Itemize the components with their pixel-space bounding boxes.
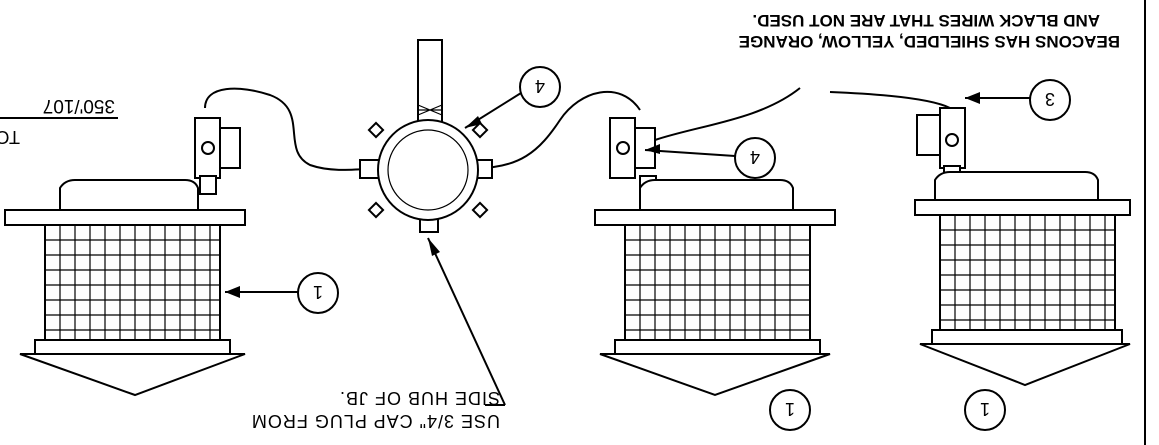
callout-fixture-right-number: 1 bbox=[980, 399, 990, 419]
callout-connector-mid-number: 4 bbox=[750, 147, 760, 167]
edge-label-2: TO bbox=[0, 127, 20, 147]
callout-connector-right: 3 bbox=[965, 79, 1071, 121]
callout-fixture-left-label: 1 bbox=[225, 272, 339, 314]
callout-hub: 4 bbox=[464, 66, 561, 129]
beacon-fixture-mid bbox=[594, 117, 836, 397]
note-hub-line1: USE 3/4" CAP PLUG FROM bbox=[251, 411, 500, 431]
callout-fixture-mid-number: 1 bbox=[785, 399, 795, 419]
cable-right-stub bbox=[654, 87, 801, 141]
note-hub-line2: SIDE HUB OF JB. bbox=[339, 388, 500, 408]
callout-fixture-left-label-number: 1 bbox=[313, 282, 323, 302]
callout-hub-number: 4 bbox=[535, 76, 545, 96]
edge-text-top: 350'/107 bbox=[43, 95, 115, 116]
conduit bbox=[417, 39, 443, 123]
cable-right bbox=[829, 91, 951, 109]
note-top-line2: AND BLACK WIRES THAT ARE NOT USED. bbox=[752, 11, 1100, 30]
cable-mid bbox=[469, 91, 641, 170]
beacon-fixture-left bbox=[4, 117, 246, 397]
note-top-line1: BEACONS HAS SHIELDED, YELLOW, ORANGE bbox=[739, 32, 1120, 51]
beacon-wire-note: BEACONS HAS SHIELDED, YELLOW, ORANGE AND… bbox=[739, 11, 1120, 51]
callout-connector-mid: 4 bbox=[644, 137, 776, 179]
cap-plug-note: USE 3/4" CAP PLUG FROM SIDE HUB OF JB. bbox=[251, 237, 506, 431]
callout-fixture-right: 1 bbox=[964, 389, 1006, 431]
cable-left bbox=[204, 87, 383, 171]
edge-label: 350'/107 bbox=[43, 95, 115, 116]
callout-connector-right-number: 3 bbox=[1045, 89, 1055, 109]
junction-box bbox=[359, 119, 493, 233]
callout-fixture-mid: 1 bbox=[769, 389, 811, 431]
beacon-fixture-right bbox=[914, 107, 1131, 387]
edge-text-bottom: TO bbox=[0, 127, 20, 147]
